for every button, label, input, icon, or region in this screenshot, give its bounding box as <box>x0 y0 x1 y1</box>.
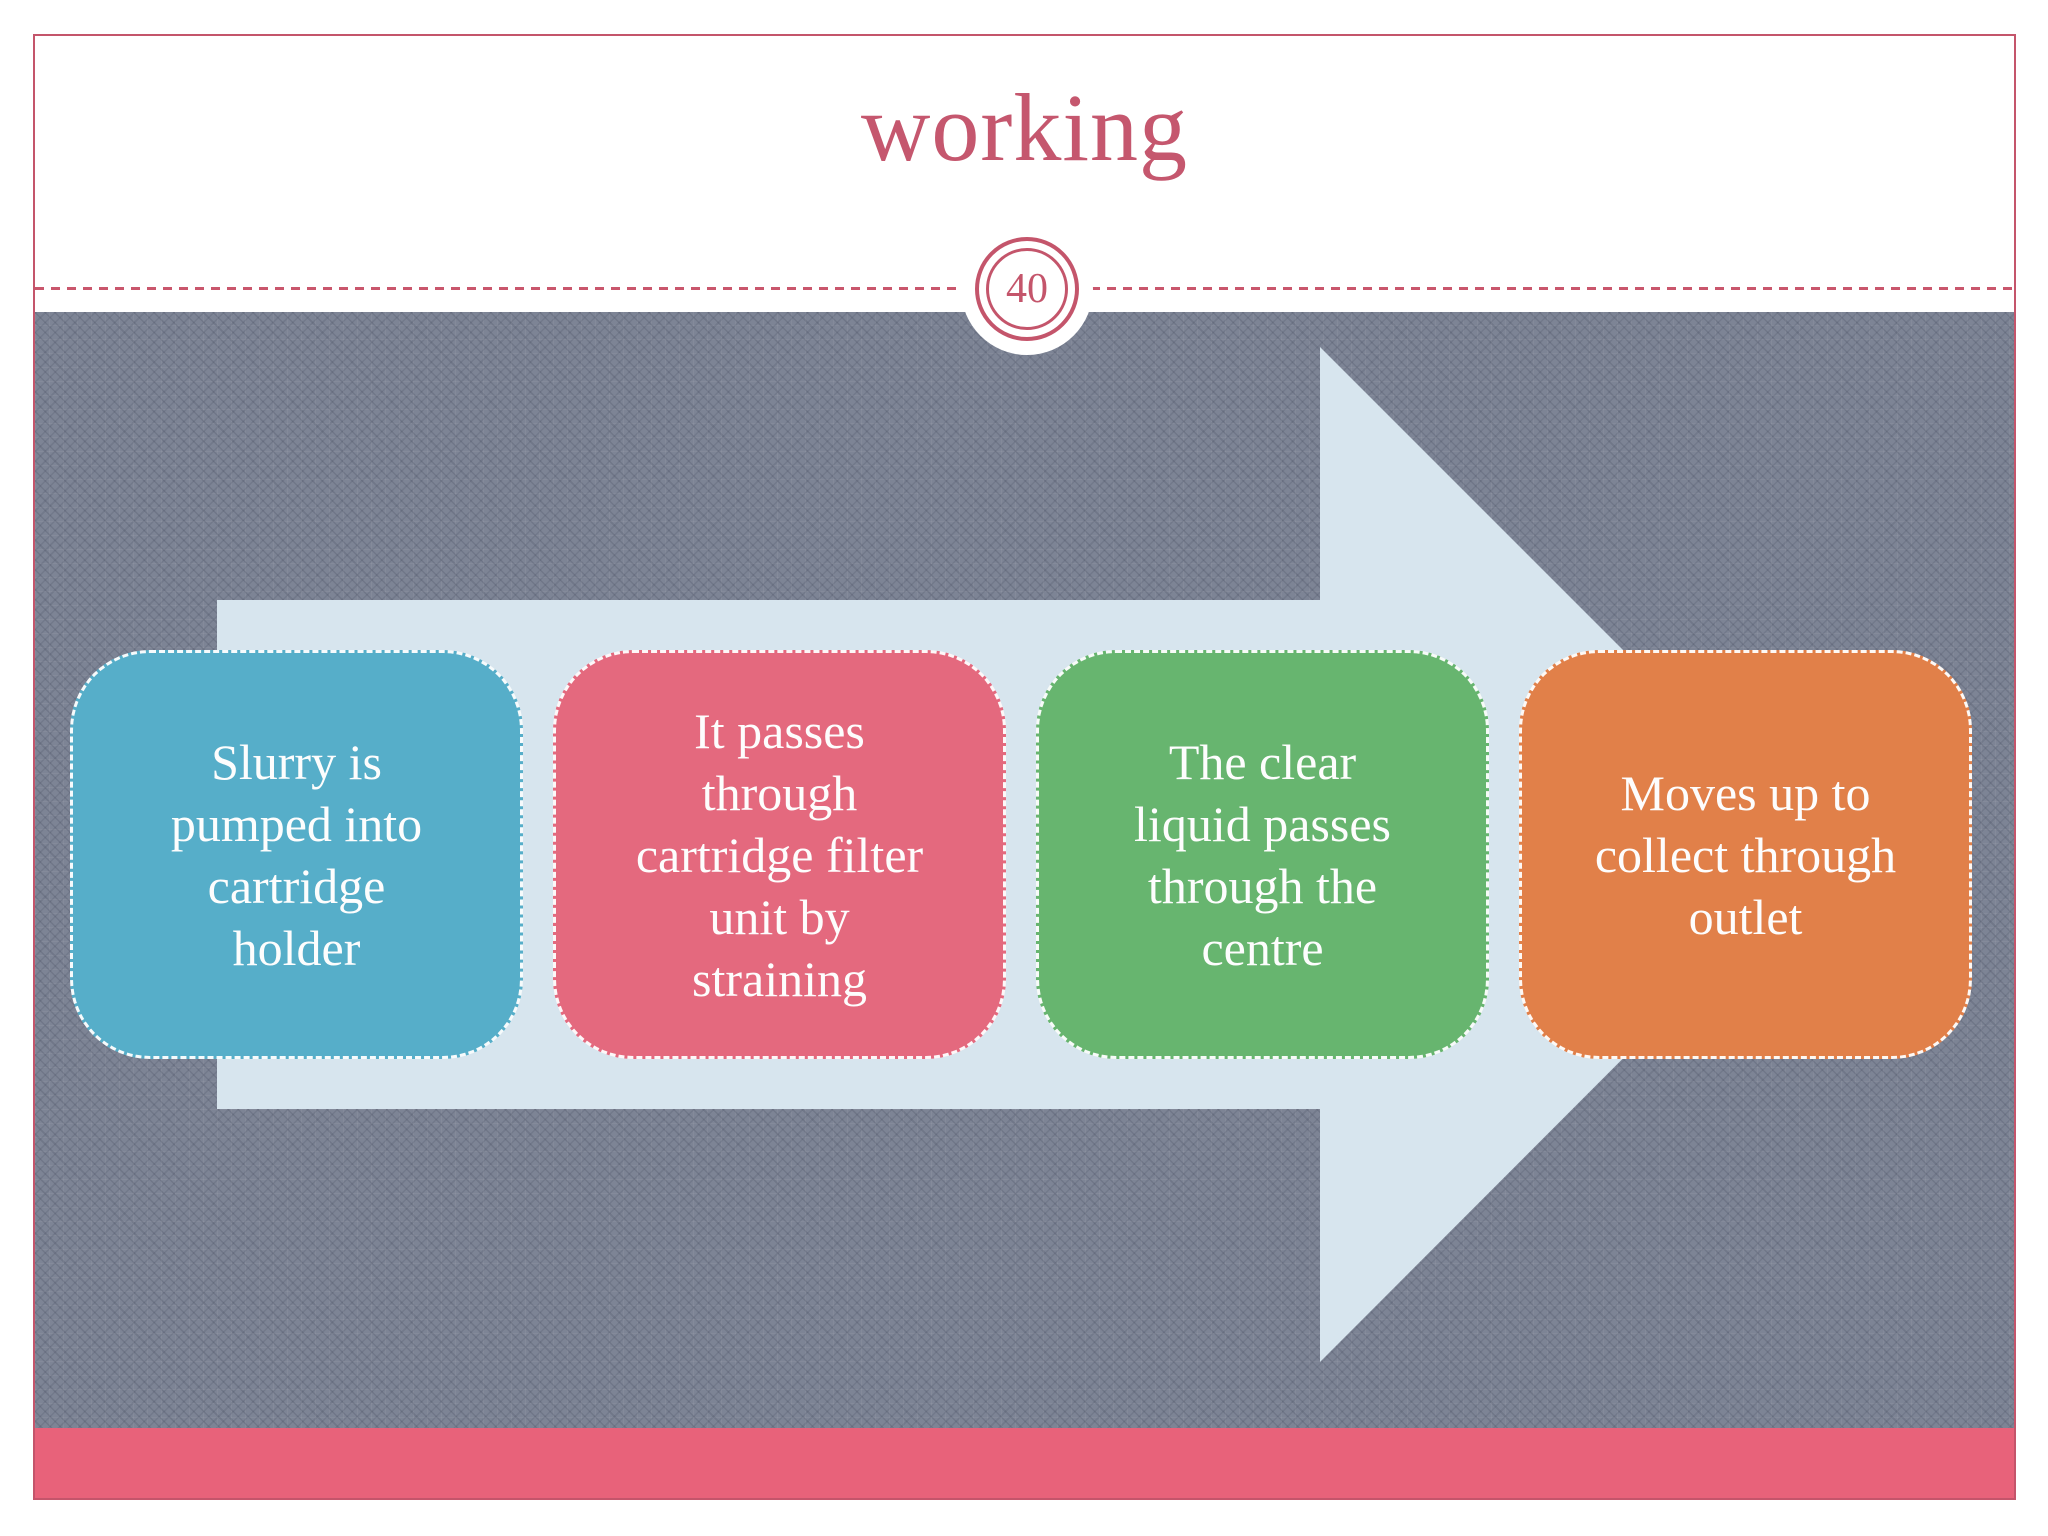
slide-title: working <box>861 74 1188 181</box>
step-text: It passes through cartridge filter unit … <box>635 702 924 1007</box>
process-arrow <box>217 347 1827 1362</box>
step-box-moves-outlet: Moves up to collect through outlet <box>1519 650 1972 1059</box>
page-number: 40 <box>1006 266 1048 312</box>
slide: working Slurry is pumped into cartridge … <box>33 34 2016 1500</box>
page-number-badge: 40 <box>975 237 1079 341</box>
step-box-passes-filter: It passes through cartridge filter unit … <box>553 650 1006 1059</box>
page-number-inner-ring: 40 <box>986 248 1068 330</box>
step-box-clear-liquid: The clear liquid passes through the cent… <box>1036 650 1489 1059</box>
step-box-slurry-pumped: Slurry is pumped into cartridge holder <box>70 650 523 1059</box>
step-text: The clear liquid passes through the cent… <box>1134 733 1391 976</box>
step-text: Slurry is pumped into cartridge holder <box>170 733 423 976</box>
footer-bar <box>35 1428 2014 1498</box>
step-text: Moves up to collect through outlet <box>1594 764 1897 945</box>
arrow-shape <box>217 347 1827 1362</box>
content-area: Slurry is pumped into cartridge holder I… <box>35 312 2014 1432</box>
